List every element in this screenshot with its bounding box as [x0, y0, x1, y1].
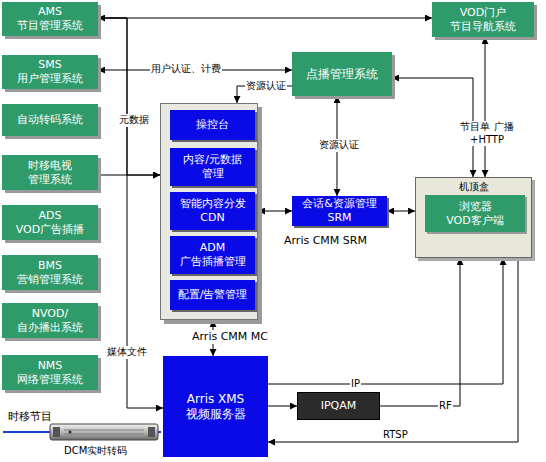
node-label: IPQAM — [321, 399, 357, 413]
module-box: 会话&资源管理 SRMArris CMM SRM — [292, 196, 387, 226]
edge-label: 用户认证、计费 — [150, 63, 222, 76]
group-title: Arris CMM SRM — [284, 234, 367, 248]
connector — [98, 175, 160, 176]
edge-label: RTSP — [383, 429, 408, 442]
edge-label: 媒体文件 — [106, 346, 148, 359]
connector — [268, 258, 503, 384]
node-label: VOD门户 节目导航系统 — [438, 6, 528, 34]
node-label: 浏览器 VOD客户端 — [433, 200, 517, 228]
group-title: Arris CMM MC — [191, 330, 269, 344]
node-label: BMS 营销管理系统 — [8, 259, 92, 287]
edge-label: RF — [438, 400, 453, 413]
module-box: 智能内容分发 CDN — [170, 192, 255, 230]
module-box: 配置/告警管理 — [170, 280, 255, 310]
module-box: 内容/元数据 管理 — [170, 148, 255, 186]
connector — [98, 18, 160, 175]
module-box: 操控台 — [170, 110, 255, 140]
client-box: 浏览器 VOD客户端 — [425, 195, 525, 232]
node-label: 操控台 — [196, 118, 229, 132]
system-box: 时移电视 管理系统 — [2, 155, 98, 190]
node-label: NVOD/ 自办播出系统 — [8, 307, 92, 335]
rack-ear — [53, 427, 60, 437]
system-box: BMS 营销管理系统 — [2, 255, 98, 290]
node-label: 内容/元数据 管理 — [174, 153, 251, 181]
module-box: ADM 广告插播管理 — [170, 236, 255, 274]
edge-label: IP — [350, 378, 361, 391]
connector — [258, 211, 292, 212]
node-label: 智能内容分发 CDN — [174, 197, 251, 225]
node-label: NMS 网络管理系统 — [8, 359, 92, 387]
node-label: 配置/告警管理 — [178, 288, 248, 302]
rack-ear — [148, 427, 155, 437]
system-box: AMS 节目管理系统 — [2, 2, 98, 36]
node-label: AMS 节目管理系统 — [8, 5, 92, 33]
edge-label: 元数据 — [118, 114, 150, 127]
node-label: SMS 用户管理系统 — [8, 58, 92, 86]
qam-box: IPQAM — [297, 392, 380, 420]
rack-led — [69, 431, 72, 434]
connector — [98, 18, 163, 408]
node-label: 会话&资源管理 SRM — [296, 197, 383, 225]
connector — [268, 258, 518, 442]
node-label: ADS VOD广告插播 — [8, 209, 92, 237]
system-box: NVOD/ 自办播出系统 — [2, 303, 98, 338]
edge-label: 资源认证 — [318, 139, 360, 152]
rack-slot — [64, 430, 144, 431]
dcm-illustration — [3, 424, 161, 440]
server-box: Arris XMS 视频服务器 — [163, 356, 268, 457]
system-box: ADS VOD广告插播 — [2, 205, 98, 240]
system-box: SMS 用户管理系统 — [2, 55, 98, 89]
rack-device — [50, 424, 158, 440]
device-group: 机顶盒浏览器 VOD客户端 — [415, 177, 532, 258]
annotation: 时移节目 — [8, 409, 52, 424]
group-title: 机顶盒 — [416, 181, 531, 194]
system-box: NMS 网络管理系统 — [2, 355, 98, 390]
connector — [98, 18, 432, 19]
connector — [387, 211, 415, 212]
node-label: 点播管理系统 — [306, 67, 378, 82]
edge-label: 资源认证 — [245, 80, 287, 93]
rack-slot — [64, 434, 144, 435]
node-label: ADM 广告插播管理 — [174, 241, 251, 269]
group-panel: Arris CMM MC操控台内容/元数据 管理智能内容分发 CDNADM 广告… — [160, 103, 258, 320]
node-label: 自动转码系统 — [17, 113, 83, 127]
connector — [485, 37, 486, 177]
node-label: Arris XMS 视频服务器 — [171, 392, 260, 422]
node-label: 时移电视 管理系统 — [8, 159, 92, 187]
connector — [268, 406, 297, 407]
system-box: 自动转码系统 — [2, 104, 98, 136]
system-box: 点播管理系统 — [292, 52, 392, 96]
system-box: VOD门户 节目导航系统 — [432, 2, 534, 37]
edge-label: 节目单 广播+HTTP — [455, 121, 519, 146]
annotation: DCM实时转码 — [64, 444, 127, 458]
